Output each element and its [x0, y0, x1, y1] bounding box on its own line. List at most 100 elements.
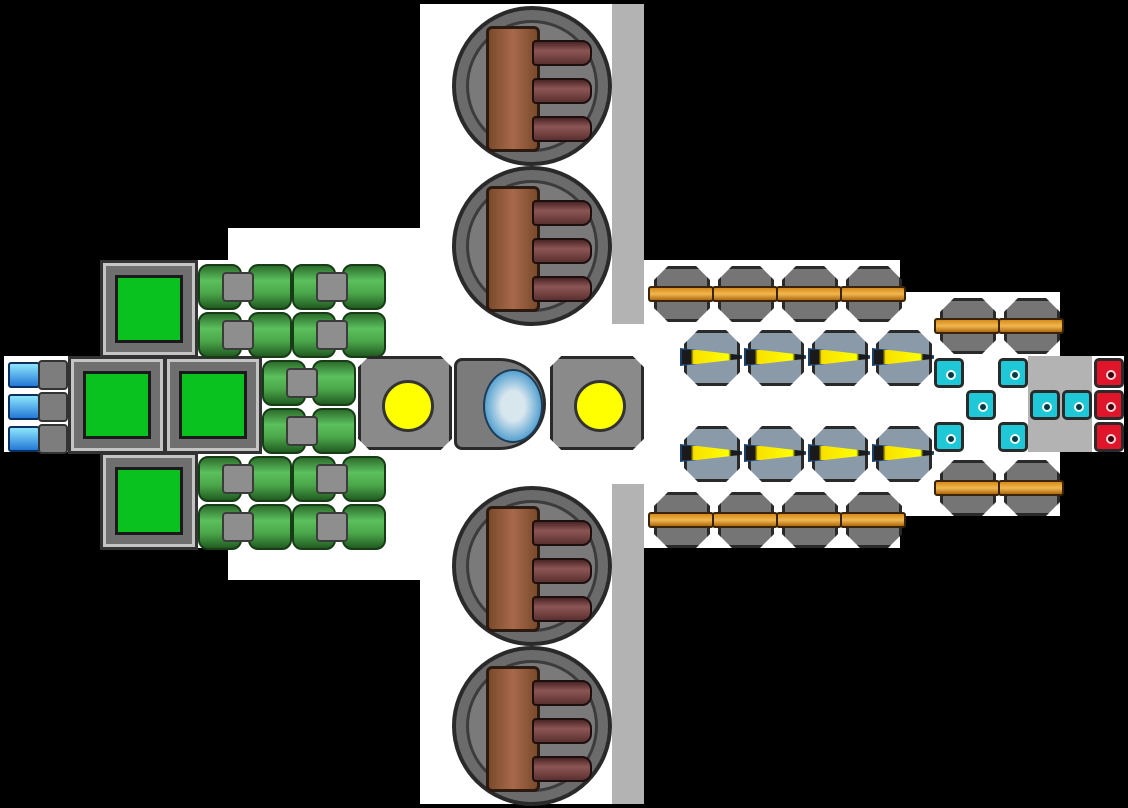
- thruster-body: [38, 392, 68, 422]
- thruster-icon[interactable]: [4, 422, 68, 454]
- fuel-tank-icon[interactable]: [292, 262, 386, 310]
- turret-icon[interactable]: [452, 6, 612, 166]
- laser-icon[interactable]: [678, 328, 742, 386]
- storage-icon[interactable]: [100, 452, 198, 550]
- gun-barrel: [776, 286, 842, 302]
- hull-stripe-bottom: [612, 484, 644, 804]
- thruster-nozzle: [8, 394, 40, 420]
- fuel-tank-icon[interactable]: [198, 310, 292, 358]
- shield-module-icon[interactable]: [934, 358, 964, 388]
- tank-pipe: [316, 464, 348, 494]
- autocannon-icon[interactable]: [840, 264, 906, 322]
- gun-barrel: [776, 512, 842, 528]
- tank-cylinder: [312, 360, 356, 406]
- laser-icon[interactable]: [806, 424, 870, 482]
- fuel-tank-icon[interactable]: [262, 406, 356, 454]
- autocannon-icon[interactable]: [998, 458, 1064, 516]
- laser-icon[interactable]: [678, 424, 742, 482]
- turret-barrel: [532, 116, 592, 142]
- power-module-icon[interactable]: [1094, 390, 1124, 420]
- turret-barrel: [532, 718, 592, 744]
- tank-cylinder: [342, 456, 386, 502]
- thruster-icon[interactable]: [4, 390, 68, 422]
- storage-icon[interactable]: [100, 260, 198, 358]
- module-dot: [1010, 434, 1020, 444]
- shield-module-icon[interactable]: [966, 390, 996, 420]
- shield-module-icon[interactable]: [1062, 390, 1092, 420]
- shield-module-icon[interactable]: [934, 422, 964, 452]
- fuel-tank-icon[interactable]: [262, 358, 356, 406]
- tank-cylinder: [248, 312, 292, 358]
- fuel-tank-icon[interactable]: [292, 310, 386, 358]
- autocannon-icon[interactable]: [998, 296, 1064, 354]
- reactor-icon[interactable]: [550, 356, 644, 450]
- power-module-icon[interactable]: [1094, 358, 1124, 388]
- thruster-nozzle: [8, 362, 40, 388]
- autocannon-icon[interactable]: [648, 264, 714, 322]
- turret-icon[interactable]: [452, 166, 612, 326]
- turret-barrel: [532, 680, 592, 706]
- tank-pipe: [316, 272, 348, 302]
- tank-cylinder: [248, 264, 292, 310]
- reactor-icon[interactable]: [358, 356, 452, 450]
- shield-module-icon[interactable]: [998, 422, 1028, 452]
- turret-barrel: [532, 40, 592, 66]
- bridge-dome: [483, 369, 543, 443]
- autocannon-icon[interactable]: [712, 264, 778, 322]
- module-dot: [1042, 402, 1052, 412]
- autocannon-icon[interactable]: [840, 490, 906, 548]
- autocannon-icon[interactable]: [776, 264, 842, 322]
- turret-barrel: [532, 520, 592, 546]
- gun-barrel: [648, 512, 714, 528]
- turret-barrel: [532, 558, 592, 584]
- gun-barrel: [712, 512, 778, 528]
- reactor-core: [382, 380, 434, 432]
- gun-barrel: [648, 286, 714, 302]
- tank-cylinder: [342, 504, 386, 550]
- module-dot: [946, 434, 956, 444]
- autocannon-icon[interactable]: [934, 296, 1000, 354]
- laser-icon[interactable]: [870, 424, 934, 482]
- autocannon-icon[interactable]: [934, 458, 1000, 516]
- gun-barrel: [840, 286, 906, 302]
- shield-module-icon[interactable]: [998, 358, 1028, 388]
- storage-fill: [179, 371, 247, 439]
- hull-stripe-top: [612, 4, 644, 324]
- thruster-body: [38, 424, 68, 454]
- tank-pipe: [222, 464, 254, 494]
- turret-icon[interactable]: [452, 646, 612, 806]
- laser-icon[interactable]: [742, 328, 806, 386]
- turret-icon[interactable]: [452, 486, 612, 646]
- power-module-icon[interactable]: [1094, 422, 1124, 452]
- fuel-tank-icon[interactable]: [292, 454, 386, 502]
- gun-barrel: [998, 480, 1064, 496]
- laser-icon[interactable]: [742, 424, 806, 482]
- tank-cylinder: [248, 456, 292, 502]
- autocannon-icon[interactable]: [712, 490, 778, 548]
- fuel-tank-icon[interactable]: [198, 454, 292, 502]
- storage-fill: [115, 467, 183, 535]
- fuel-tank-icon[interactable]: [198, 262, 292, 310]
- shield-module-icon[interactable]: [1030, 390, 1060, 420]
- bridge-icon[interactable]: [454, 358, 546, 450]
- autocannon-icon[interactable]: [648, 490, 714, 548]
- turret-barrel: [532, 756, 592, 782]
- tank-pipe: [222, 320, 254, 350]
- turret-barrel: [532, 78, 592, 104]
- module-dot: [1106, 434, 1116, 444]
- storage-icon[interactable]: [164, 356, 262, 454]
- tank-pipe: [286, 416, 318, 446]
- autocannon-icon[interactable]: [776, 490, 842, 548]
- module-dot: [978, 402, 988, 412]
- tank-cylinder: [312, 408, 356, 454]
- fuel-tank-icon[interactable]: [292, 502, 386, 550]
- module-dot: [1106, 370, 1116, 380]
- tank-pipe: [222, 512, 254, 542]
- fuel-tank-icon[interactable]: [198, 502, 292, 550]
- module-dot: [946, 370, 956, 380]
- thruster-icon[interactable]: [4, 358, 68, 390]
- laser-icon[interactable]: [870, 328, 934, 386]
- storage-icon[interactable]: [68, 356, 166, 454]
- tank-cylinder: [342, 312, 386, 358]
- laser-icon[interactable]: [806, 328, 870, 386]
